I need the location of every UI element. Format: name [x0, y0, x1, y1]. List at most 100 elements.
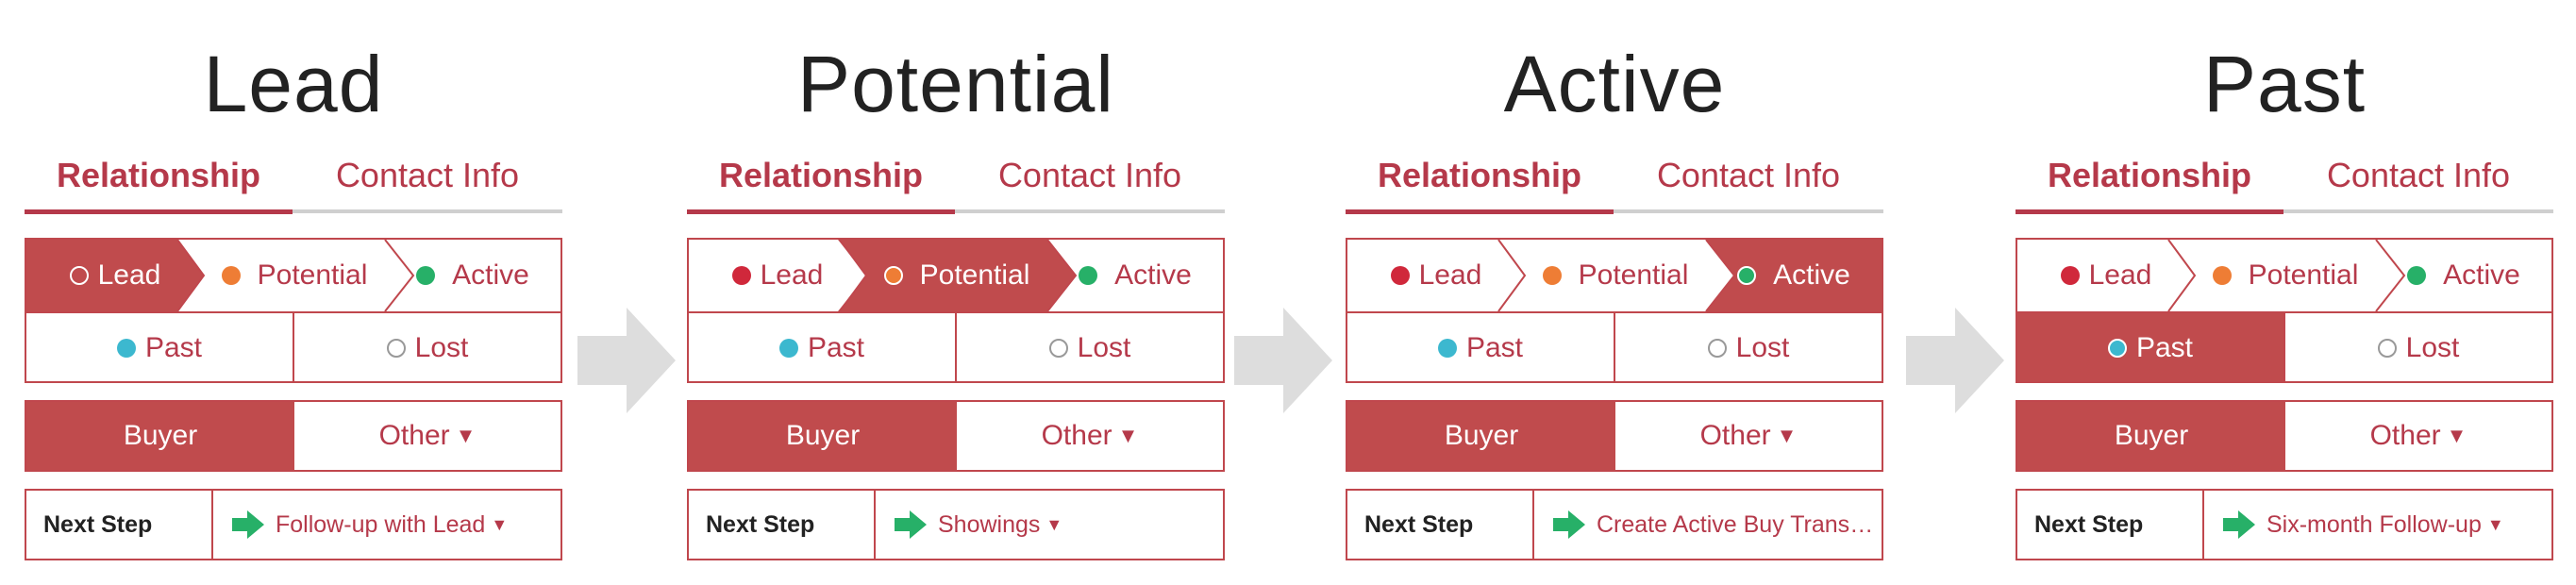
other-dropdown[interactable]: Other▼ [2285, 402, 2551, 470]
stage-lost-button[interactable]: Lost [294, 313, 560, 381]
tab-underline [687, 209, 1225, 214]
stage-potential-button[interactable]: Potential [838, 240, 1076, 311]
next-step-action-dropdown[interactable]: Follow-up with Lead▼ [215, 491, 560, 559]
tab-underline [2016, 209, 2553, 214]
tab-bar: Relationship Contact Info [25, 142, 562, 214]
other-label: Other [2369, 420, 2441, 451]
other-dropdown[interactable]: Other▼ [957, 402, 1223, 470]
stage-past-button[interactable]: Past [1347, 313, 1615, 381]
tab-contact-info[interactable]: Contact Info [2326, 156, 2511, 194]
stage-label: Lost [414, 332, 469, 363]
stage-potential-button[interactable]: Potential [2166, 240, 2404, 311]
next-step-label: Next Step [689, 491, 876, 559]
stage-potential-button[interactable]: Potential [176, 240, 413, 311]
potential-dot-icon [2212, 266, 2232, 285]
next-step-action-text: Six-month Follow-up [2267, 510, 2482, 538]
other-dropdown[interactable]: Other▼ [294, 402, 560, 470]
transition-arrow-icon [1234, 308, 1332, 413]
stage-past-button[interactable]: Past [26, 313, 294, 381]
stage-row-secondary: Past Lost [2017, 311, 2551, 381]
next-step-label: Next Step [26, 491, 213, 559]
stage-lead-button[interactable]: Lead [2017, 240, 2195, 311]
stage-label: Lost [2405, 332, 2460, 363]
other-dropdown[interactable]: Other▼ [1615, 402, 1882, 470]
lead-dot-icon [2060, 266, 2080, 285]
active-dot-icon [2407, 266, 2427, 285]
stage-label: Past [1465, 332, 1524, 363]
buyer-button[interactable]: Buyer [689, 402, 957, 470]
tab-selected-indicator [687, 209, 955, 214]
transition-arrow-icon [1906, 308, 2004, 413]
stage-label: Lead [97, 259, 161, 291]
transition-arrow-icon [577, 308, 676, 413]
stage-label: Lost [1735, 332, 1790, 363]
stage-lead-button[interactable]: Lead [1347, 240, 1525, 311]
green-right-arrow-icon [895, 510, 927, 539]
stage-label: Potential [257, 259, 368, 291]
next-step-label: Next Step [2017, 491, 2204, 559]
stage-label: Past [807, 332, 865, 363]
panel-title: Active [1503, 40, 1726, 128]
stage-label: Past [144, 332, 203, 363]
tab-contact-info[interactable]: Contact Info [1656, 156, 1841, 194]
tab-contact-info[interactable]: Contact Info [997, 156, 1182, 194]
stage-lost-button[interactable]: Lost [1615, 313, 1882, 381]
stage-label: Lead [760, 259, 824, 291]
stage-label: Potential [919, 259, 1030, 291]
buyer-button[interactable]: Buyer [1347, 402, 1615, 470]
tab-relationship[interactable]: Relationship [2047, 156, 2252, 194]
next-step-action-dropdown[interactable]: Six-month Follow-up▼ [2206, 491, 2551, 559]
tab-relationship[interactable]: Relationship [56, 156, 261, 194]
stage-lost-button[interactable]: Lost [2285, 313, 2551, 381]
stage-label: Potential [1578, 259, 1689, 291]
caret-down-icon: ▼ [1776, 424, 1798, 447]
next-step-action-dropdown[interactable]: Create Active Buy Transact... [1536, 491, 1882, 559]
stage-active-button[interactable]: Active [2376, 240, 2551, 311]
caret-down-icon: ▼ [1045, 514, 1063, 534]
stage-lost-button[interactable]: Lost [957, 313, 1223, 381]
stage-active-button[interactable]: Active [1047, 240, 1223, 311]
tab-relationship[interactable]: Relationship [718, 156, 924, 194]
green-right-arrow-icon [232, 510, 264, 539]
caret-down-icon: ▼ [2446, 424, 2467, 447]
stage-lead-button[interactable]: Lead [26, 240, 204, 311]
buyer-button[interactable]: Buyer [26, 402, 294, 470]
active-dot-icon [416, 266, 436, 285]
lead-dot-icon [731, 266, 751, 285]
active-dot-icon [1737, 266, 1757, 285]
active-dot-icon [1079, 266, 1098, 285]
other-label: Other [1699, 420, 1771, 451]
next-step-action-text: Showings [938, 510, 1041, 538]
buyer-button[interactable]: Buyer [2017, 402, 2285, 470]
potential-dot-icon [883, 266, 903, 285]
empty-circle-icon [1707, 339, 1727, 358]
stage-label: Past [2135, 332, 2194, 363]
tab-contact-info[interactable]: Contact Info [335, 156, 520, 194]
stage-past-button[interactable]: Past [689, 313, 957, 381]
past-dot-icon [778, 339, 798, 358]
stage-label: Lead [2088, 259, 2152, 291]
tab-relationship[interactable]: Relationship [1377, 156, 1582, 194]
stage-label: Lost [1077, 332, 1131, 363]
next-step-action-dropdown[interactable]: Showings▼ [878, 491, 1223, 559]
stage-label: Active [452, 259, 529, 291]
tab-bar: Relationship Contact Info [1346, 142, 1883, 214]
stage-potential-button[interactable]: Potential [1497, 240, 1734, 311]
other-label: Other [378, 420, 450, 451]
green-right-arrow-icon [1553, 510, 1585, 539]
empty-circle-icon [1048, 339, 1068, 358]
stage-row-primary: Active Potential Lead [689, 240, 1223, 311]
stage-active-button[interactable]: Active [385, 240, 560, 311]
next-step-action-text: Follow-up with Lead [276, 510, 486, 538]
stage-lead-button[interactable]: Lead [689, 240, 866, 311]
stage-past-button[interactable]: Past [2017, 313, 2285, 381]
